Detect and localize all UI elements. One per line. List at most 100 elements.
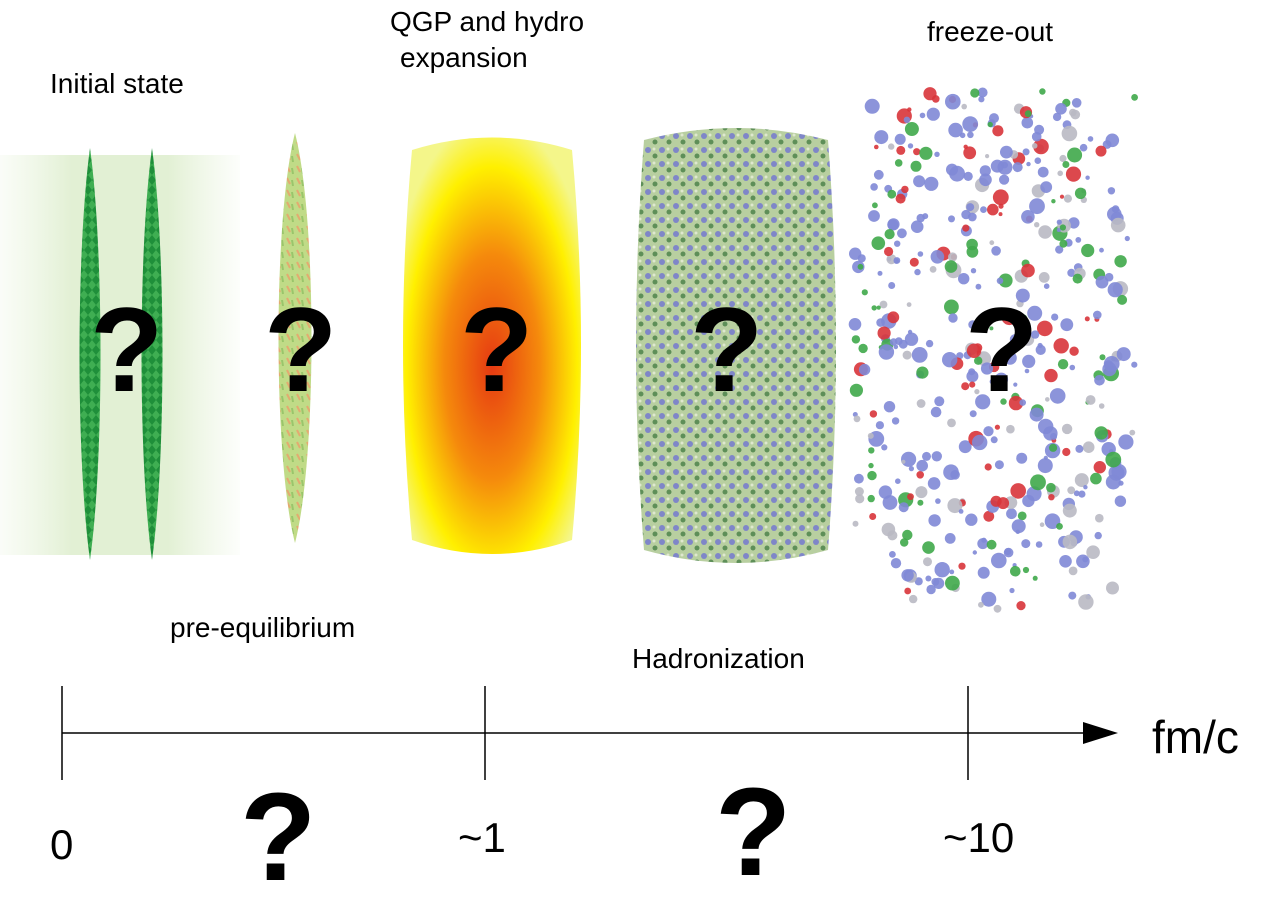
particle [942,352,958,368]
particle [970,268,977,274]
particle [966,245,979,258]
particle [867,494,875,503]
particle [974,389,980,395]
particle [1062,161,1070,168]
particle [934,151,940,157]
particle [958,440,972,454]
particle [913,148,921,156]
particle [887,530,898,541]
particle [972,434,988,451]
particle [917,499,924,506]
axis-unit-label: fm/c [1152,711,1239,763]
particle [1027,305,1043,321]
particle [887,189,897,199]
particle [1060,318,1074,332]
particle [1021,333,1035,346]
particle [1069,108,1077,117]
stage-label-initial-state: Initial state [50,68,184,99]
particle [1021,539,1031,549]
particle [870,183,878,191]
particle [961,382,970,391]
particle [919,112,926,119]
particle [1074,473,1089,488]
particle [882,495,898,510]
particle [1006,424,1015,434]
particle [1035,344,1046,355]
question-mark-pre-equilibrium: ? [264,283,338,417]
particle [1021,116,1034,129]
particle [1072,273,1083,284]
particle [958,562,966,570]
particle [876,318,885,327]
particle [1048,494,1055,501]
particle [1029,407,1044,422]
particle [1052,112,1062,122]
particle [1024,368,1030,374]
particle [989,240,995,246]
particle [948,313,958,323]
particle [931,578,940,586]
particle [975,394,991,410]
particle [1075,444,1084,453]
particle [1019,399,1026,406]
particle [1062,447,1071,457]
particle [1105,451,1122,468]
particle [926,584,936,595]
particle [998,273,1013,288]
particle [934,396,945,407]
particle [852,520,859,527]
particle [978,601,984,608]
particle [932,95,940,103]
particle [1024,110,1032,118]
particle [970,88,980,98]
particle [1068,566,1078,576]
particle [1093,461,1106,474]
particle [848,318,862,331]
particle [1082,556,1089,563]
particle [949,569,955,575]
particle [1059,239,1068,248]
particle [916,213,925,223]
particle [855,494,865,504]
particle [874,144,879,150]
particle [1009,334,1021,345]
particle [1086,545,1100,559]
particle [1021,210,1035,224]
particle [903,116,911,123]
question-mark-interval-1-10: ? [715,763,792,902]
stage-label-qgp-line2: expansion [400,42,528,73]
particle [876,305,881,310]
particle [928,514,941,527]
particle [974,356,983,365]
particle [851,335,861,344]
particle [891,417,900,425]
particle [917,251,924,257]
particle [998,212,1003,217]
particle [1131,94,1138,101]
particle [1013,382,1018,387]
particle [924,176,939,191]
tick-label-10: ~10 [943,814,1015,861]
particle [868,210,880,222]
particle [901,459,906,464]
particle [985,154,990,159]
particle [884,246,894,257]
particle [968,320,977,329]
particle [1103,356,1120,372]
particle [1000,145,1013,159]
particle [1031,143,1038,149]
particle [977,314,985,322]
particle [958,273,970,285]
particle [967,131,974,139]
particle [1099,354,1106,361]
particle [969,381,976,388]
particle [1000,398,1007,405]
particle [895,193,906,204]
particle [1039,88,1046,95]
particle [904,587,912,595]
particle [858,343,868,354]
question-mark-qgp: ? [460,283,534,417]
particle [893,344,899,350]
particle [959,132,966,139]
particle [894,159,903,167]
